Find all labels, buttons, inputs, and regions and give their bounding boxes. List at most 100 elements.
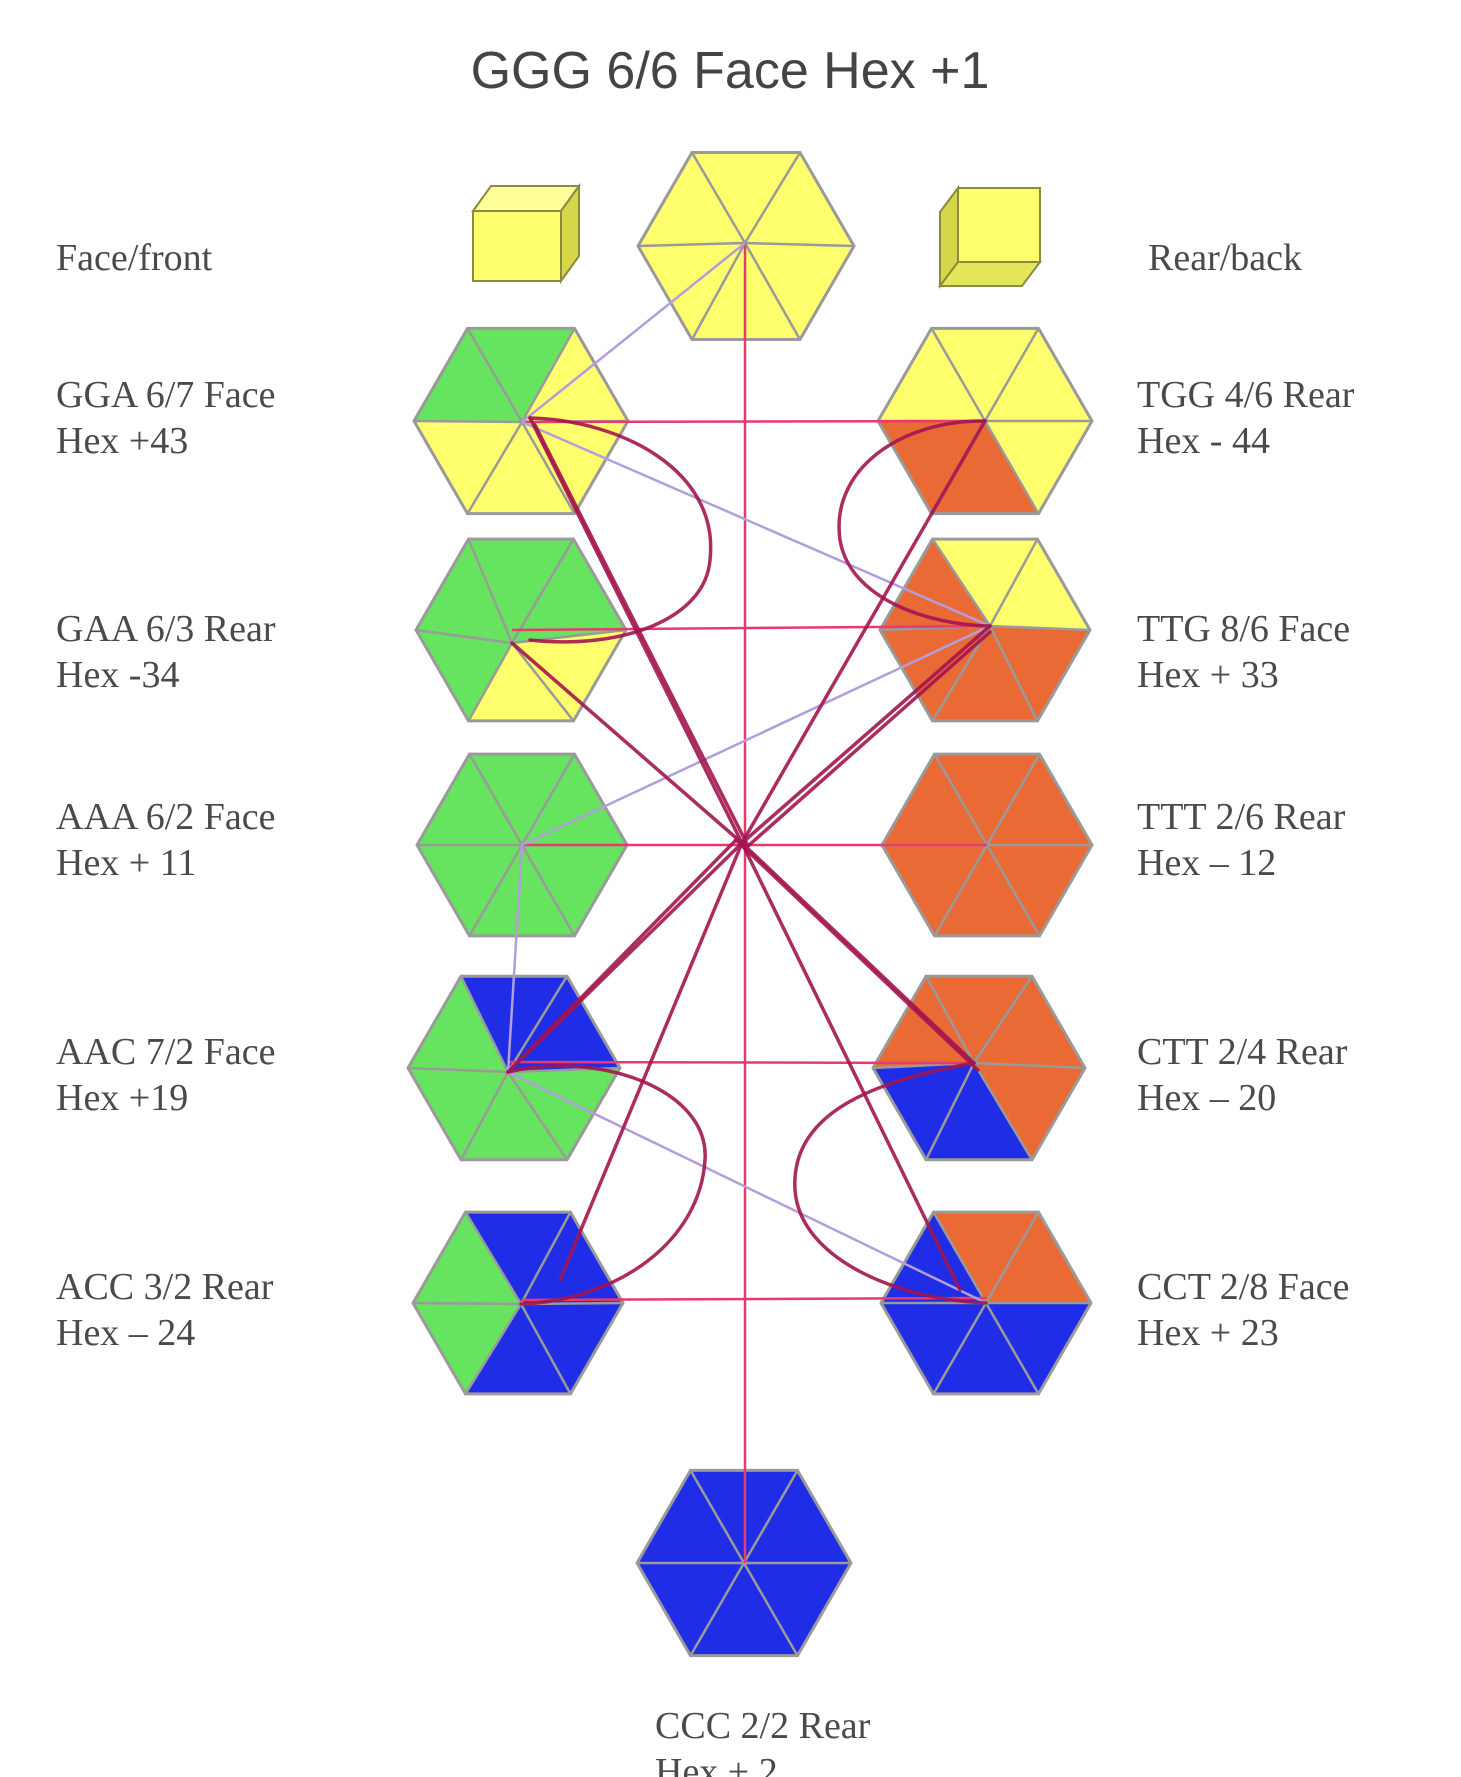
hex-spoke [743,242,802,341]
crimson-scribble-15 [734,838,980,1072]
crimson-scribble-6 [740,624,992,845]
hex-spoke [933,753,989,846]
crimson-scribble-10 [558,841,744,1282]
hex-spoke [506,1071,569,1161]
hex-spoke [930,327,987,422]
hexagon-aac [406,974,622,1162]
hex-triangle-aaa-4 [469,845,575,936]
hexagon-cct [879,1210,1093,1396]
hex-spoke [407,1066,509,1074]
hex-triangle-ggg-5 [745,243,854,340]
hex-triangle-acc-5 [521,1303,623,1394]
hex-triangle-tgg-4 [931,421,1039,514]
hex-triangle-ggg-1 [692,152,800,243]
hex-outline [636,150,856,342]
hex-triangle-ctt-5 [974,1063,1085,1160]
hex-spoke [520,753,576,846]
node-hex-value-gga: Hex +43 [56,420,188,462]
rear-back-label: Rear/back [1148,237,1302,279]
hex-spoke [459,1071,510,1161]
node-label-acc: ACC 3/2 Rear [56,1266,274,1308]
hex-triangle-tgg-0 [985,328,1092,421]
hex-triangle-acc-2 [413,1212,521,1304]
hex-spoke [972,1062,1034,1161]
hex-triangle-ccc-2 [637,1470,744,1563]
hex-spoke [988,625,1039,722]
cube-front-icon [471,182,581,285]
crimson-scribble-11 [740,841,962,1292]
hex-spoke [984,1302,1040,1395]
hex-triangle-ttt-5 [987,845,1092,936]
hex-outline [406,974,622,1162]
hex-triangle-ccc-4 [690,1563,798,1656]
hex-triangle-ttt-3 [882,845,987,936]
hex-triangle-gaa-2 [416,539,512,643]
hex-outline [415,752,629,938]
hex-triangle-aac-5 [508,1068,620,1160]
node-hex-value-aac: Hex +19 [56,1077,188,1119]
hex-spoke [520,844,576,937]
crimson-scribble-4 [528,416,744,845]
hex-triangle-ggg-2 [638,152,745,246]
hex-triangle-acc-1 [465,1212,571,1304]
node-label-ttg: TTG 8/6 Face [1137,608,1350,650]
node-hex-value-ttt: Hex – 12 [1137,842,1276,884]
hex-spoke [744,241,855,248]
hexagon-ggg [636,150,856,342]
crimson-scribble-3 [793,1061,988,1305]
hex-triangle-gga-0 [522,328,628,422]
hex-triangle-gga-2 [414,328,522,422]
node-hex-value-aaa: Hex + 11 [56,842,196,884]
hex-triangle-ttg-4 [932,626,1038,721]
hex-outline [414,537,628,723]
node-hex-value-ccc: Hex + 2 [655,1751,778,1777]
diagram-title: GGG 6/6 Face Hex +1 [471,42,990,100]
hex-triangle-gga-1 [467,328,575,422]
hex-triangle-cct-4 [933,1303,1039,1394]
hex-spoke [506,975,569,1073]
hex-spoke [459,975,510,1073]
hex-spoke [985,844,1041,937]
node-label-aac: AAC 7/2 Face [56,1031,276,1073]
hex-triangle-ccc-0 [744,1470,851,1563]
hex-spoke [689,1562,746,1657]
hex-triangle-acc-4 [465,1304,571,1394]
node-label-aaa: AAA 6/2 Face [56,796,276,838]
hex-spoke [924,975,976,1064]
node-hex-value-acc: Hex – 24 [56,1312,195,1354]
hex-spoke [511,642,575,722]
hex-spoke [637,241,746,248]
crimson-scribble-12 [533,423,750,848]
hex-outline [871,974,1087,1162]
hex-spoke [412,1301,522,1306]
hex-triangle-tgg-1 [931,328,1039,421]
hex-triangle-ggg-3 [638,243,745,340]
hexagon-ttg [878,537,1092,723]
hex-triangle-ccc-3 [637,1563,744,1656]
hex-outline [412,326,630,516]
hex-spoke [520,421,576,515]
hex-spoke [520,327,576,423]
hex-triangle-ctt-3 [873,1063,974,1160]
node-hex-value-cct: Hex + 23 [1137,1312,1279,1354]
hex-spoke [988,538,1039,627]
hexagon-ctt [871,974,1087,1162]
hex-triangle-cct-0 [986,1212,1091,1303]
hex-spoke [468,753,524,846]
hex-triangle-gaa-4 [468,643,574,721]
hex-spoke [989,624,1091,632]
hex-triangle-ttg-2 [880,539,990,630]
hexagon-layer [406,150,1094,1658]
hexagon-gga [412,326,630,516]
hex-triangle-aaa-1 [469,754,575,845]
hex-triangle-aac-3 [408,1068,508,1160]
hex-spoke [933,844,989,937]
node-label-tgg: TGG 4/6 Rear [1137,374,1355,416]
hex-triangle-acc-3 [413,1303,521,1394]
hex-triangle-aaa-3 [417,845,522,936]
hex-triangle-tgg-3 [878,421,985,514]
hex-triangle-gga-4 [467,422,575,514]
hex-spoke [464,1303,523,1395]
